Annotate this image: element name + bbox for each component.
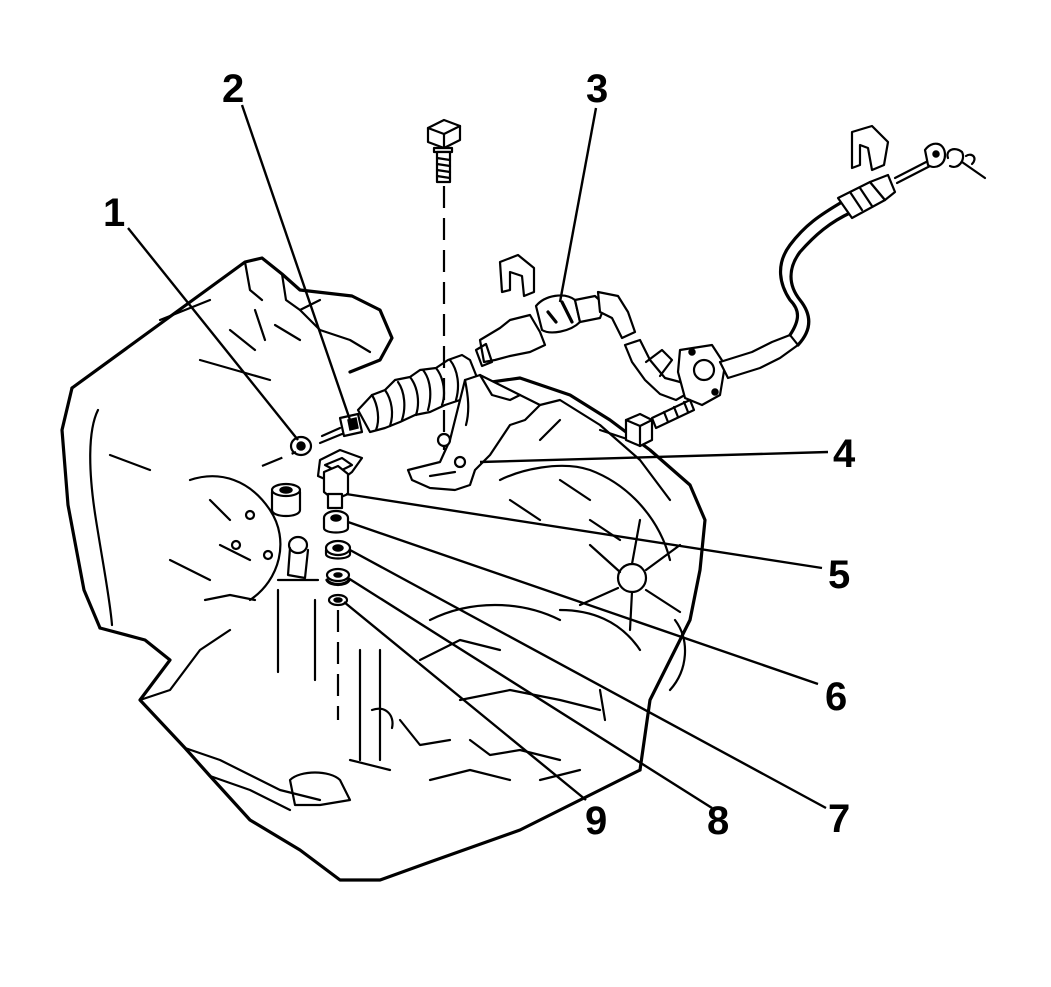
- leader-line-3: [558, 107, 598, 303]
- leader-line-7: [349, 548, 827, 810]
- callout-9: 9: [585, 799, 607, 843]
- bolt-top: [426, 118, 462, 184]
- leader-lines: [127, 104, 829, 810]
- leader-line-6: [347, 520, 819, 686]
- callout-4: 4: [833, 432, 856, 476]
- leader-line-1: [127, 227, 299, 441]
- callout-1: 1: [103, 191, 125, 235]
- part-9-washer: [327, 593, 349, 607]
- part-8-spring-washer: [325, 567, 351, 587]
- part-1-nut: [289, 435, 313, 457]
- slave-cylinder-boot: [356, 353, 480, 434]
- leader-line-8: [347, 576, 713, 810]
- part-7-washer: [324, 539, 352, 560]
- leader-line-2: [240, 104, 352, 421]
- callout-8: 8: [707, 799, 729, 843]
- callout-3: 3: [586, 67, 608, 111]
- part-3-hydraulic-line: [474, 142, 987, 407]
- part-6-bushing: [322, 509, 350, 534]
- leader-line-9: [343, 601, 587, 801]
- retaining-clip-lower: [498, 253, 536, 298]
- retaining-clip-upper: [850, 124, 890, 172]
- callout-6: 6: [825, 675, 847, 719]
- leader-line-5: [345, 492, 823, 570]
- callout-5: 5: [828, 553, 850, 597]
- callouts: 1 2 3 4 5 6 7 8 9: [103, 67, 856, 843]
- part-2-fitting: [318, 412, 364, 445]
- callout-2: 2: [222, 67, 244, 111]
- part-5-pivot-bolt: [322, 464, 350, 510]
- bolt-right: [624, 398, 696, 448]
- callout-7: 7: [828, 797, 850, 841]
- part-4-bracket: [406, 373, 542, 492]
- nut-alignment-line: [261, 450, 297, 468]
- leader-line-4: [479, 450, 829, 464]
